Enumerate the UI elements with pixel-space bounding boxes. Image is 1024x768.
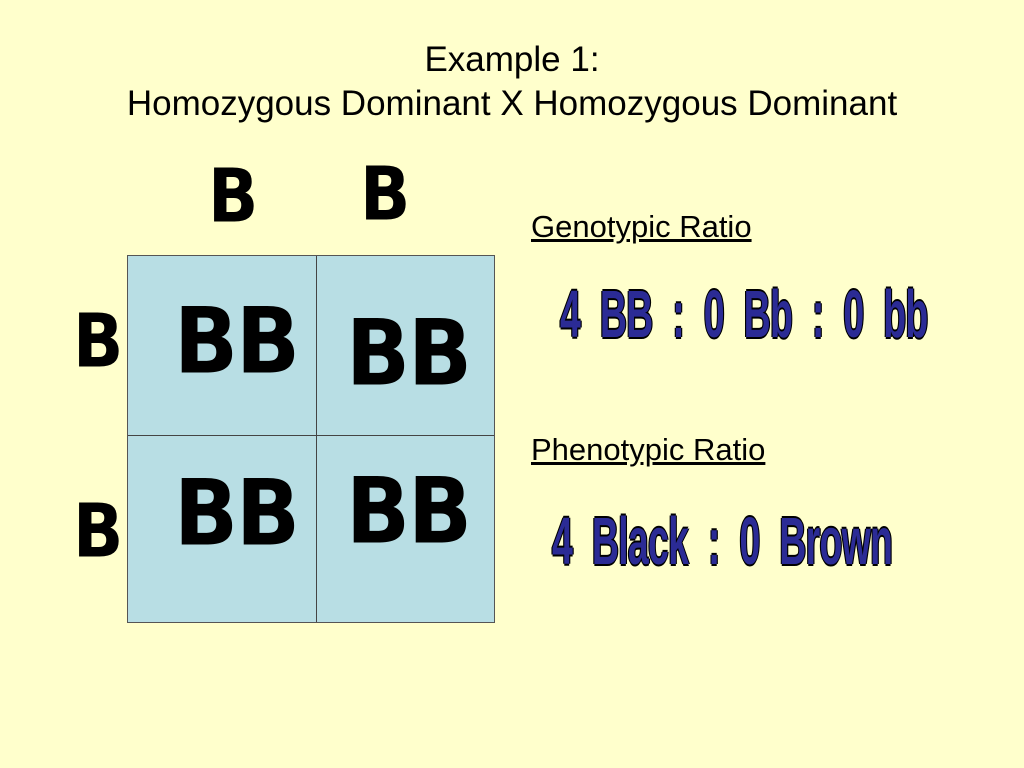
side-allele-1: B (73, 298, 124, 385)
punnett-cell-2-1: BB (174, 460, 300, 567)
punnett-cell-1-2: BB (346, 300, 472, 407)
genotypic-ratio-label: Genotypic Ratio (531, 209, 752, 244)
grid-divider-horizontal (128, 435, 494, 436)
side-allele-2: B (73, 488, 124, 575)
punnett-cell-2-2: BB (346, 458, 472, 565)
top-allele-2: B (360, 151, 411, 238)
punnett-square (127, 255, 495, 623)
top-allele-1: B (208, 153, 259, 240)
genotypic-ratio-value: 4 BB : 0 Bb : 0 bb (560, 278, 928, 353)
title-line-1: Example 1: (424, 40, 600, 79)
phenotypic-ratio-value: 4 Black : 0 Brown (552, 505, 893, 580)
title-line-2: Homozygous Dominant X Homozygous Dominan… (126, 84, 898, 123)
punnett-cell-1-1: BB (174, 288, 300, 395)
slide-title: Example 1: Homozygous Dominant X Homozyg… (0, 38, 1024, 126)
phenotypic-ratio-label: Phenotypic Ratio (531, 432, 766, 467)
grid-divider-vertical (316, 256, 317, 622)
